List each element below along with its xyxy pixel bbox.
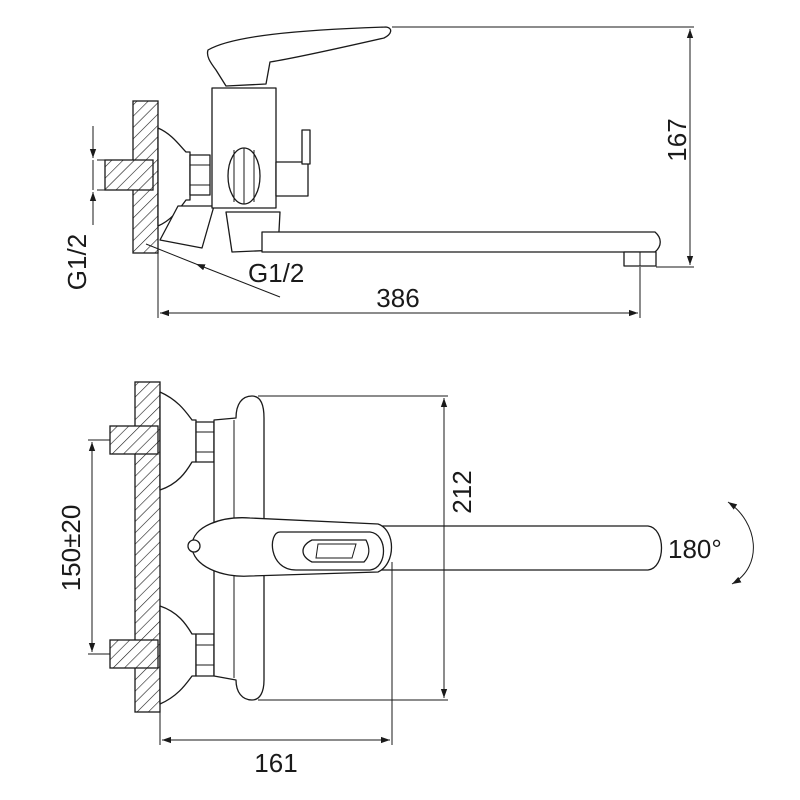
dimension-height-front-label: 212: [447, 470, 477, 513]
dimension-centers-label: 150±20: [56, 505, 86, 592]
spout: [261, 231, 661, 253]
rotation-label: 180°: [668, 534, 722, 564]
dimension-depth-label: 161: [254, 748, 297, 778]
eccentric-nut-upper: [195, 421, 215, 463]
dimension-height-side: 167: [392, 26, 694, 268]
rotation-indicator: 180°: [668, 501, 754, 585]
escutcheon: [157, 127, 191, 227]
escutcheon-upper: [159, 391, 197, 491]
inlet-pipe-upper: [109, 425, 159, 455]
escutcheon-lower: [159, 605, 197, 705]
side-view: 167 386 G1/2 G1/2: [62, 26, 694, 318]
handle-slot-inner: [302, 539, 370, 563]
handle-cap: [187, 539, 201, 553]
dimension-length-label: 386: [376, 283, 419, 313]
diverter-housing: [275, 161, 309, 197]
inlet-pipe: [104, 159, 154, 191]
dimension-depth: 161: [159, 562, 393, 778]
dimension-height-front: 212: [258, 395, 477, 701]
dimension-centers: 150±20: [56, 442, 96, 652]
spout-front: [363, 525, 662, 571]
dimension-inlet-right-label: G1/2: [248, 258, 304, 288]
dimension-inlet-right: G1/2: [145, 243, 304, 298]
dimension-height-side-label: 167: [662, 118, 692, 161]
handle-lever: [206, 26, 392, 87]
front-view: 212 150±20 161 180°: [56, 381, 754, 778]
eccentric-nut-lower: [195, 633, 215, 677]
dimension-length: 386: [157, 253, 641, 318]
dimension-inlet-left-label: G1/2: [62, 234, 92, 290]
eccentric-nut: [189, 154, 211, 196]
diverter-pin: [301, 129, 311, 165]
inlet-pipe-lower: [109, 639, 159, 669]
dimension-inlet-left: G1/2: [62, 126, 97, 290]
